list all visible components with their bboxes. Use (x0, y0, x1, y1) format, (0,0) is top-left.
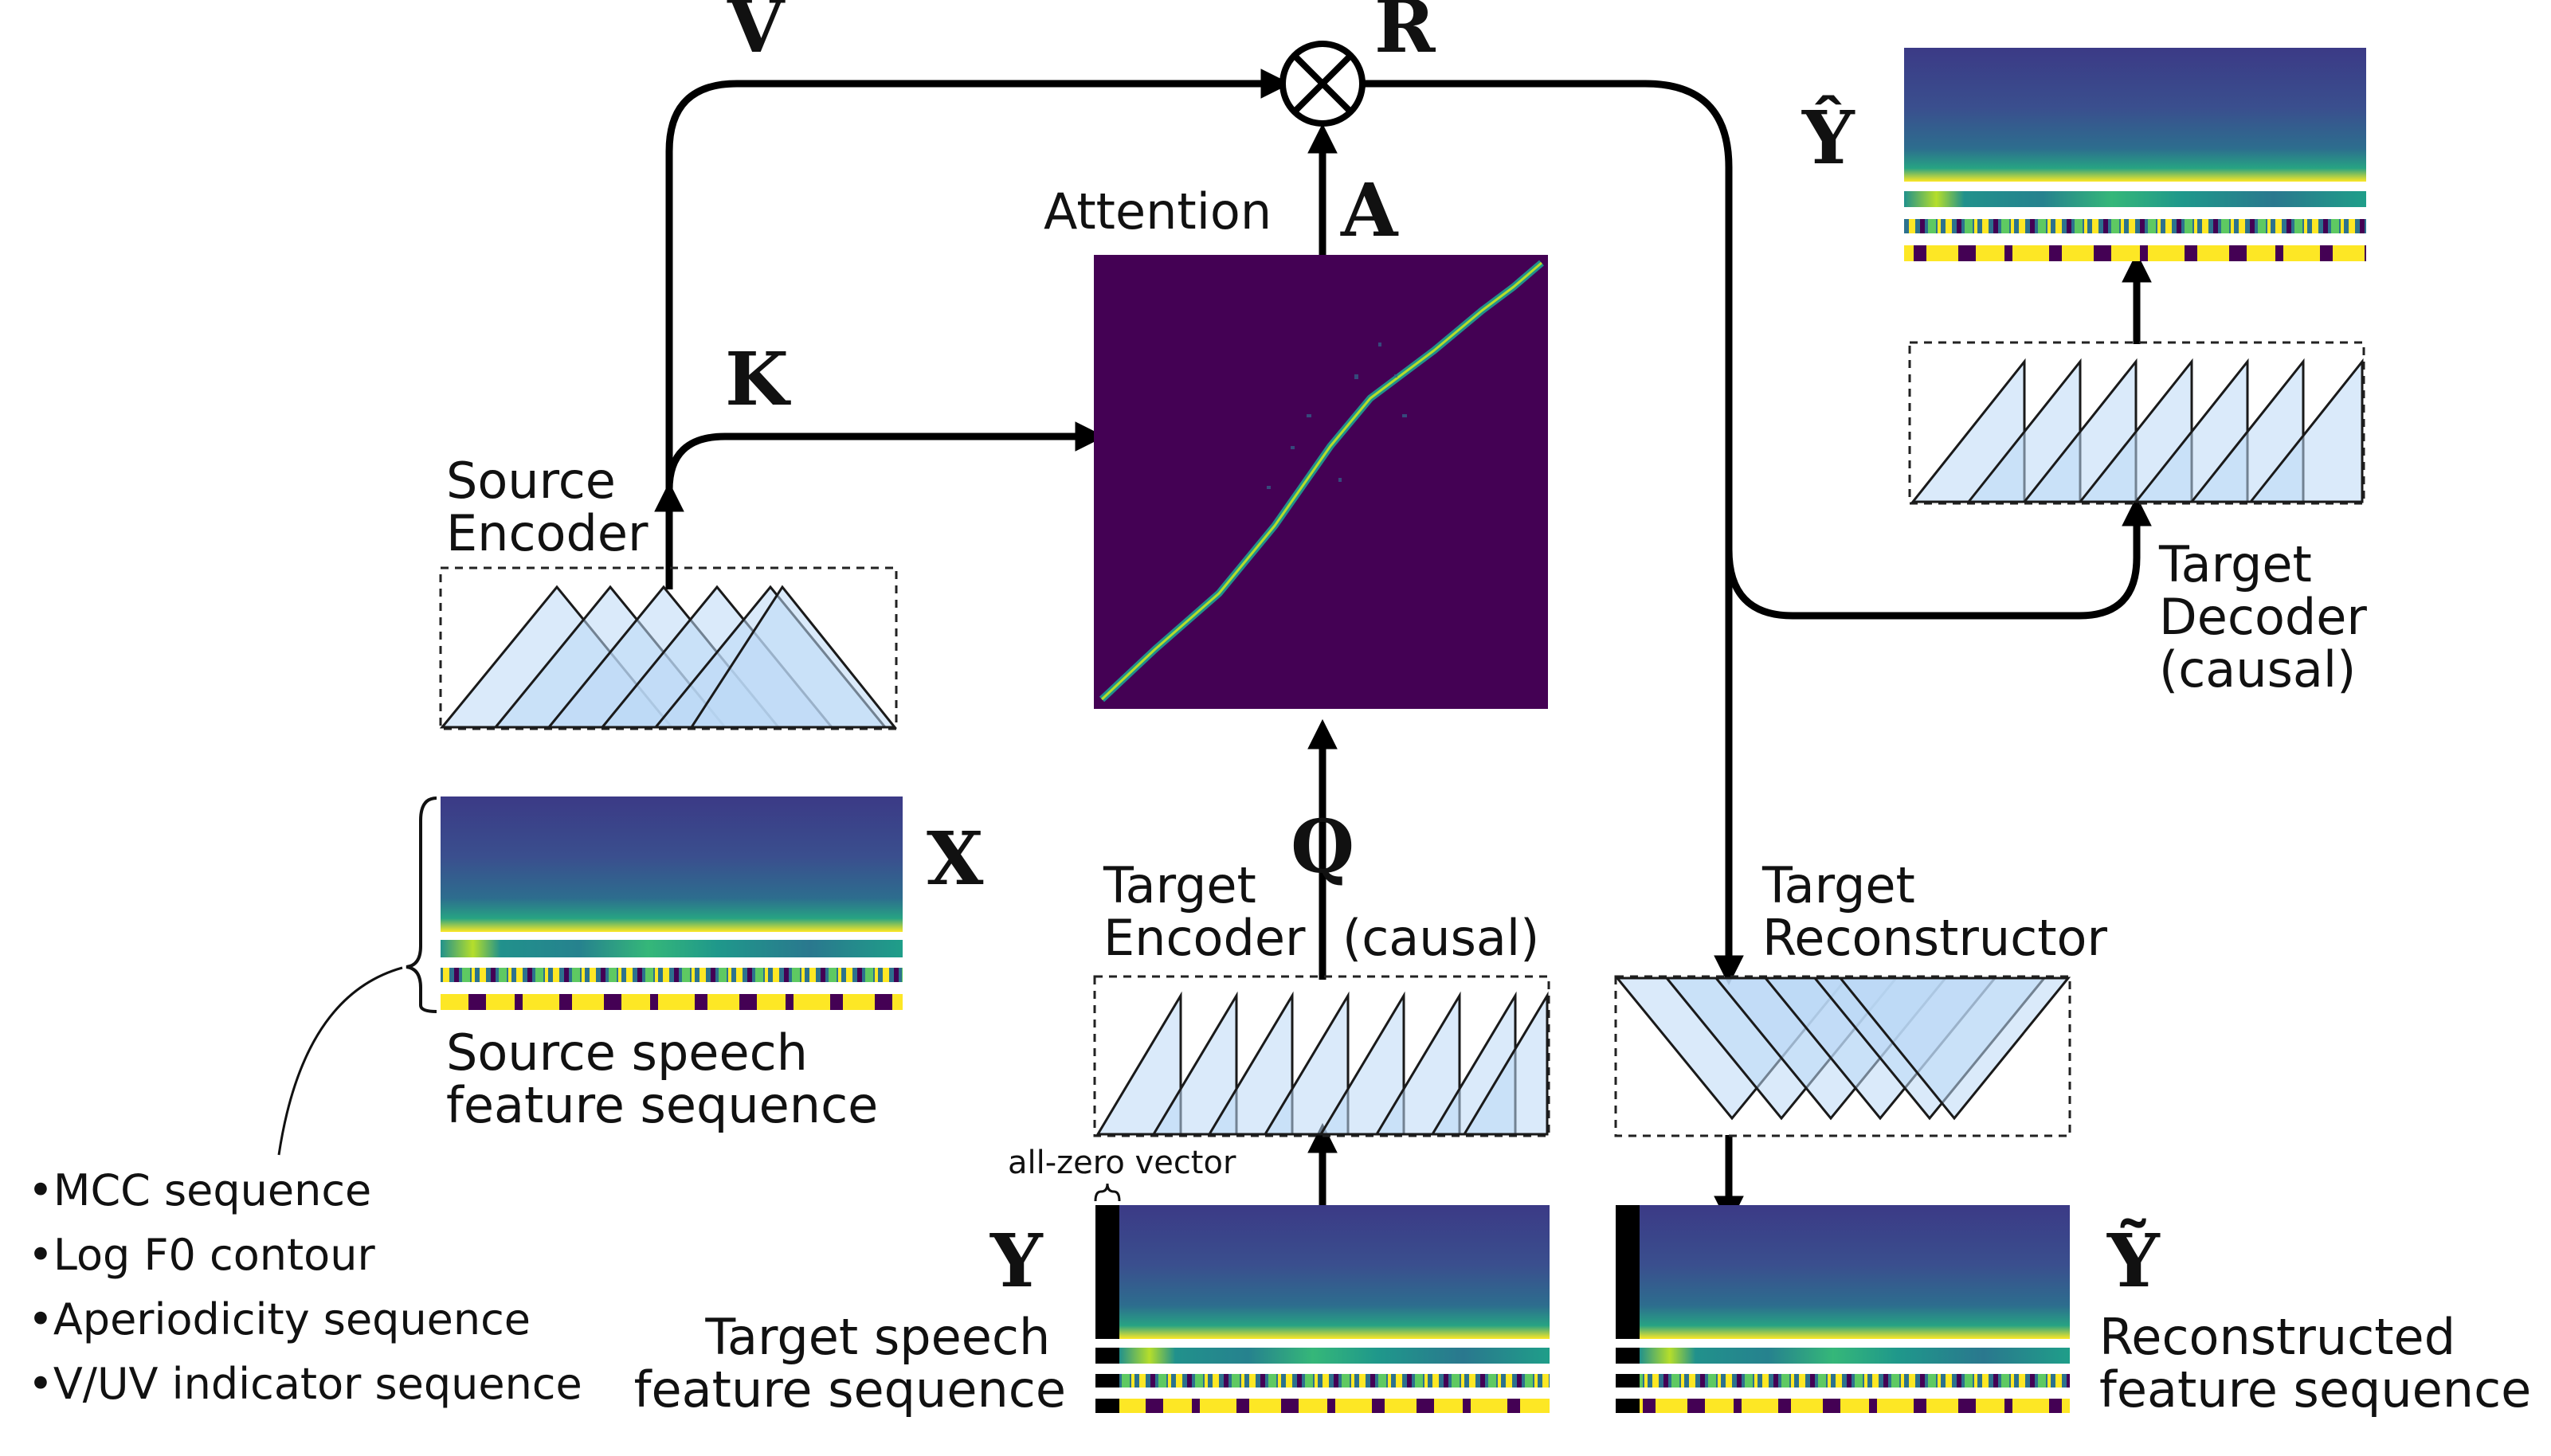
symbol-y-tilde: Ỹ (2106, 1218, 2161, 1304)
feature-list-item: •Log F0 contour (28, 1230, 375, 1280)
reconstructed-feature-label: Reconstructed feature sequence (2099, 1308, 2531, 1419)
target-encoder-causal-label: (causal) (1342, 909, 1539, 967)
symbol-v: V (727, 0, 786, 69)
target-encoder-label: Target Encoder (1103, 856, 1306, 967)
symbol-y-hat: Ŷ (1801, 95, 1855, 181)
target-encoder-block (1093, 975, 1550, 1137)
symbol-q: Q (1291, 804, 1354, 890)
reconstructed-feature-image (1616, 1205, 2070, 1413)
target-reconstructor-label: Target Reconstructor (1761, 856, 2107, 967)
target-reconstructor-block (1614, 975, 2071, 1137)
target-feature-image (1094, 1183, 1550, 1413)
feature-list: •MCC sequence •Log F0 contour •Aperiodic… (28, 1165, 582, 1409)
source-feature-brace (277, 796, 437, 1156)
target-feature-label: Target speech feature sequence (634, 1308, 1066, 1419)
source-feature-image (441, 796, 903, 1010)
source-encoder-label: Source Encoder (446, 452, 649, 562)
source-encoder-block (439, 566, 898, 730)
target-decoder-block (1908, 341, 2365, 505)
source-feature-label: Source speech feature sequence (446, 1024, 878, 1134)
target-decoder-label: Target Decoder (causal) (2158, 535, 2383, 699)
symbol-x: X (927, 816, 984, 902)
feature-list-item: •Aperiodicity sequence (28, 1294, 531, 1344)
symbol-k: K (725, 336, 791, 422)
symbol-a: A (1340, 167, 1399, 253)
all-zero-vector-label: all-zero vector (1008, 1145, 1236, 1181)
attention-label: Attention (1044, 182, 1272, 241)
feature-list-item: •V/UV indicator sequence (28, 1359, 582, 1409)
predicted-feature-image (1904, 48, 2366, 261)
feature-list-item: •MCC sequence (28, 1165, 371, 1215)
symbol-y: Y (989, 1218, 1044, 1304)
attention-map (1094, 255, 1548, 709)
connection-arrows (654, 68, 2152, 1227)
multiply-node (1279, 41, 1366, 127)
symbol-r: R (1374, 0, 1436, 69)
